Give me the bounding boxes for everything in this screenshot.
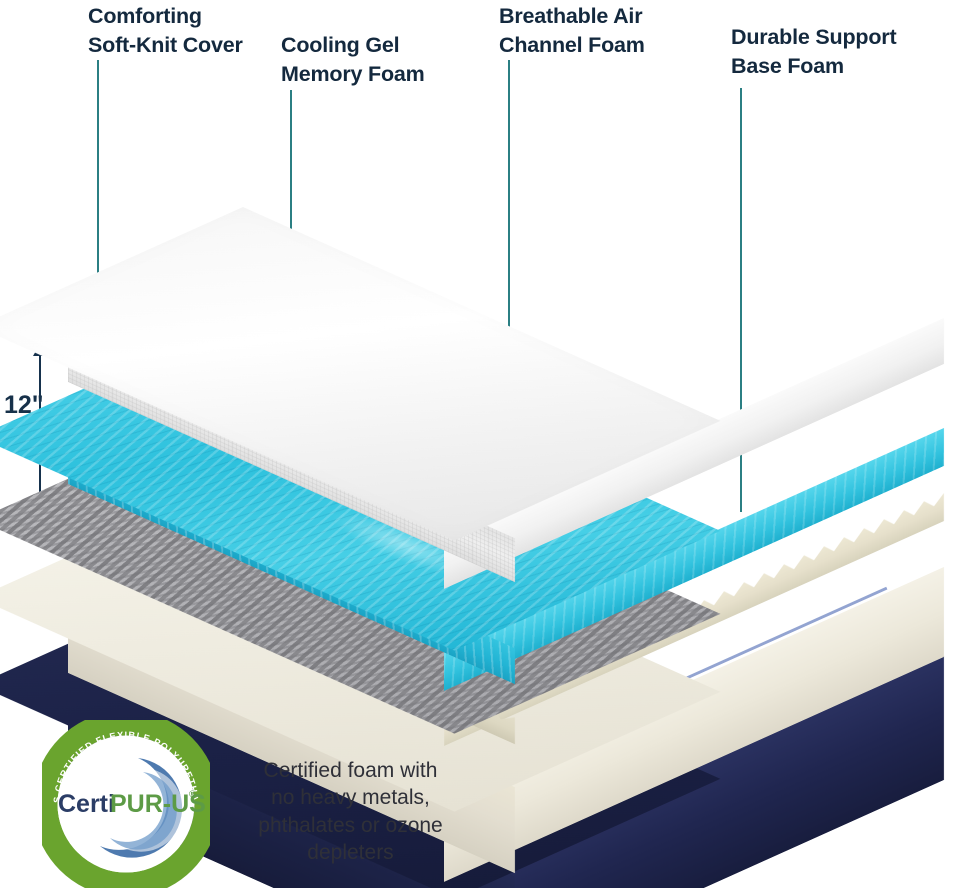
- callout-label-support-base-foam: Durable Support Base Foam: [731, 25, 897, 78]
- badge-registered-mark: ®: [189, 789, 196, 799]
- certipur-us-badge: CONTAINS CERTIFIED FLEXIBLE POLYURETHANE…: [42, 720, 210, 888]
- badge-wordmark-certi: Certi: [58, 790, 115, 818]
- badge-wordmark-purus: PUR-US: [110, 790, 206, 818]
- callout-label-air-channel-foam: Breathable Air Channel Foam: [499, 4, 645, 57]
- leader-line-air-channel-foam: [508, 60, 510, 498]
- badge-ring: [42, 720, 210, 888]
- callout-label-cooling-gel-memory-foam: Cooling Gel Memory Foam: [281, 33, 425, 86]
- leader-line-support-base-foam: [740, 88, 742, 512]
- certification-caption: Certified foam with no heavy metals, pht…: [258, 759, 443, 864]
- leader-line-soft-knit-cover: [97, 60, 99, 296]
- callout-label-soft-knit-cover: Comforting Soft-Knit Cover: [88, 4, 243, 57]
